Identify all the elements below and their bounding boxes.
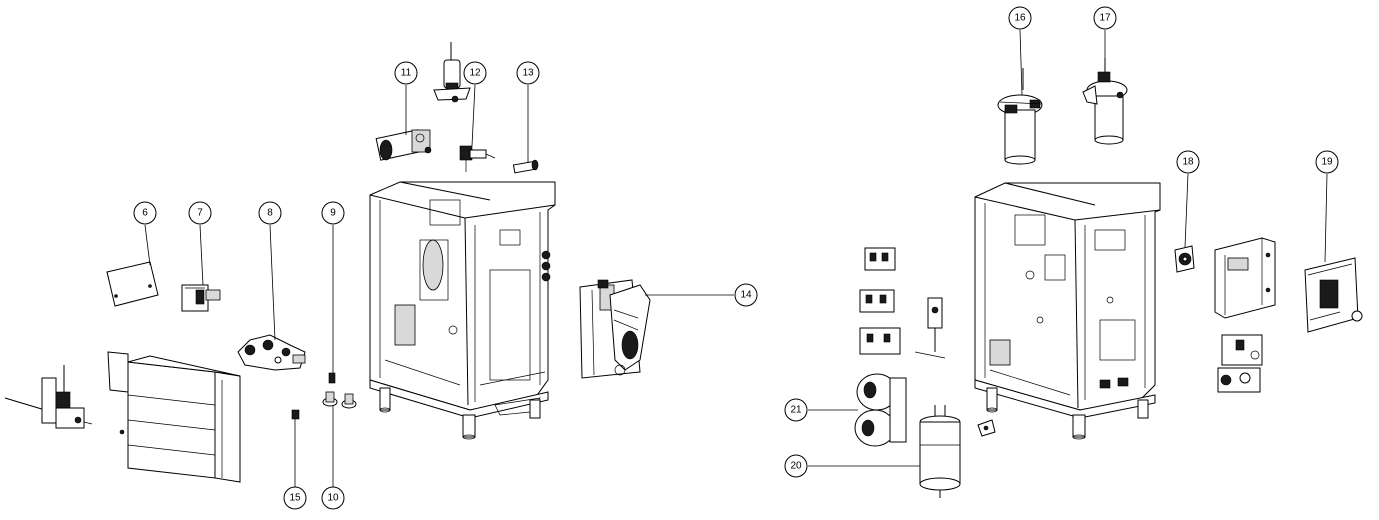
callout-16: 16 bbox=[1008, 6, 1032, 30]
drip-tray-box bbox=[107, 351, 241, 483]
callout-19: 19 bbox=[1315, 150, 1339, 174]
part-15-clip bbox=[291, 409, 300, 420]
part-6-cover-plate bbox=[106, 261, 159, 307]
part-12-valve bbox=[459, 145, 496, 172]
small-fitting bbox=[977, 419, 996, 437]
relay-block-right bbox=[1217, 334, 1263, 393]
callout-13-label: 13 bbox=[522, 68, 534, 79]
callout-10-label: 10 bbox=[327, 493, 339, 504]
part-19-pcb bbox=[1304, 257, 1363, 333]
lever-bracket bbox=[4, 365, 93, 429]
part-20-boiler bbox=[919, 405, 961, 498]
left-assembly bbox=[4, 42, 651, 483]
callout-20-label: 20 bbox=[790, 461, 802, 472]
part-7-relay bbox=[181, 284, 221, 312]
callout-17-label: 17 bbox=[1099, 13, 1111, 24]
callout-20: 20 bbox=[784, 454, 808, 478]
callout-9-label: 9 bbox=[330, 208, 336, 219]
part-14-brew-unit bbox=[579, 279, 651, 379]
callout-7: 7 bbox=[188, 201, 212, 225]
callout-21: 21 bbox=[784, 398, 808, 422]
callouts: 6 7 8 9 10 11 12 13 bbox=[133, 6, 1339, 510]
callout-8: 8 bbox=[258, 201, 282, 225]
callout-18: 18 bbox=[1176, 150, 1200, 174]
callout-16-label: 16 bbox=[1014, 13, 1026, 24]
part-18-fan bbox=[1174, 245, 1195, 273]
part-9-screw bbox=[328, 372, 336, 384]
callout-8-label: 8 bbox=[267, 208, 273, 219]
callout-9: 9 bbox=[321, 201, 345, 225]
callout-12-label: 12 bbox=[469, 68, 481, 79]
callout-13: 13 bbox=[516, 61, 540, 85]
control-board-housing bbox=[1214, 237, 1276, 319]
main-frame-right bbox=[974, 182, 1161, 440]
callout-6: 6 bbox=[133, 201, 157, 225]
callout-14-label: 14 bbox=[740, 290, 752, 301]
part-11-pump bbox=[375, 129, 432, 161]
part-10-fittings bbox=[322, 391, 357, 409]
part-8-valve-manifold bbox=[237, 334, 306, 371]
callout-10: 10 bbox=[321, 486, 345, 510]
callout-18-label: 18 bbox=[1182, 157, 1194, 168]
callout-14: 14 bbox=[734, 283, 758, 307]
part-13-sensor bbox=[512, 159, 539, 174]
callout-11: 11 bbox=[394, 61, 418, 85]
right-assembly bbox=[854, 58, 1363, 498]
callout-15: 15 bbox=[283, 486, 307, 510]
callout-19-label: 19 bbox=[1321, 157, 1333, 168]
main-frame-left bbox=[369, 181, 556, 440]
terminal-blocks bbox=[859, 247, 901, 355]
callout-11-label: 11 bbox=[401, 68, 412, 79]
sensor-bracket bbox=[914, 297, 946, 359]
part-16-tank bbox=[997, 68, 1043, 165]
callout-7-label: 7 bbox=[197, 208, 203, 219]
leader-lines bbox=[144, 29, 1328, 487]
callout-6-label: 6 bbox=[142, 208, 148, 219]
part-17-tank bbox=[1082, 58, 1128, 145]
callout-21-label: 21 bbox=[790, 405, 802, 416]
callout-15-label: 15 bbox=[289, 493, 301, 504]
callout-17: 17 bbox=[1093, 6, 1117, 30]
part-21-dual-pumps bbox=[854, 373, 907, 447]
solenoid-valve-top bbox=[433, 42, 471, 103]
callout-12: 12 bbox=[463, 61, 487, 85]
